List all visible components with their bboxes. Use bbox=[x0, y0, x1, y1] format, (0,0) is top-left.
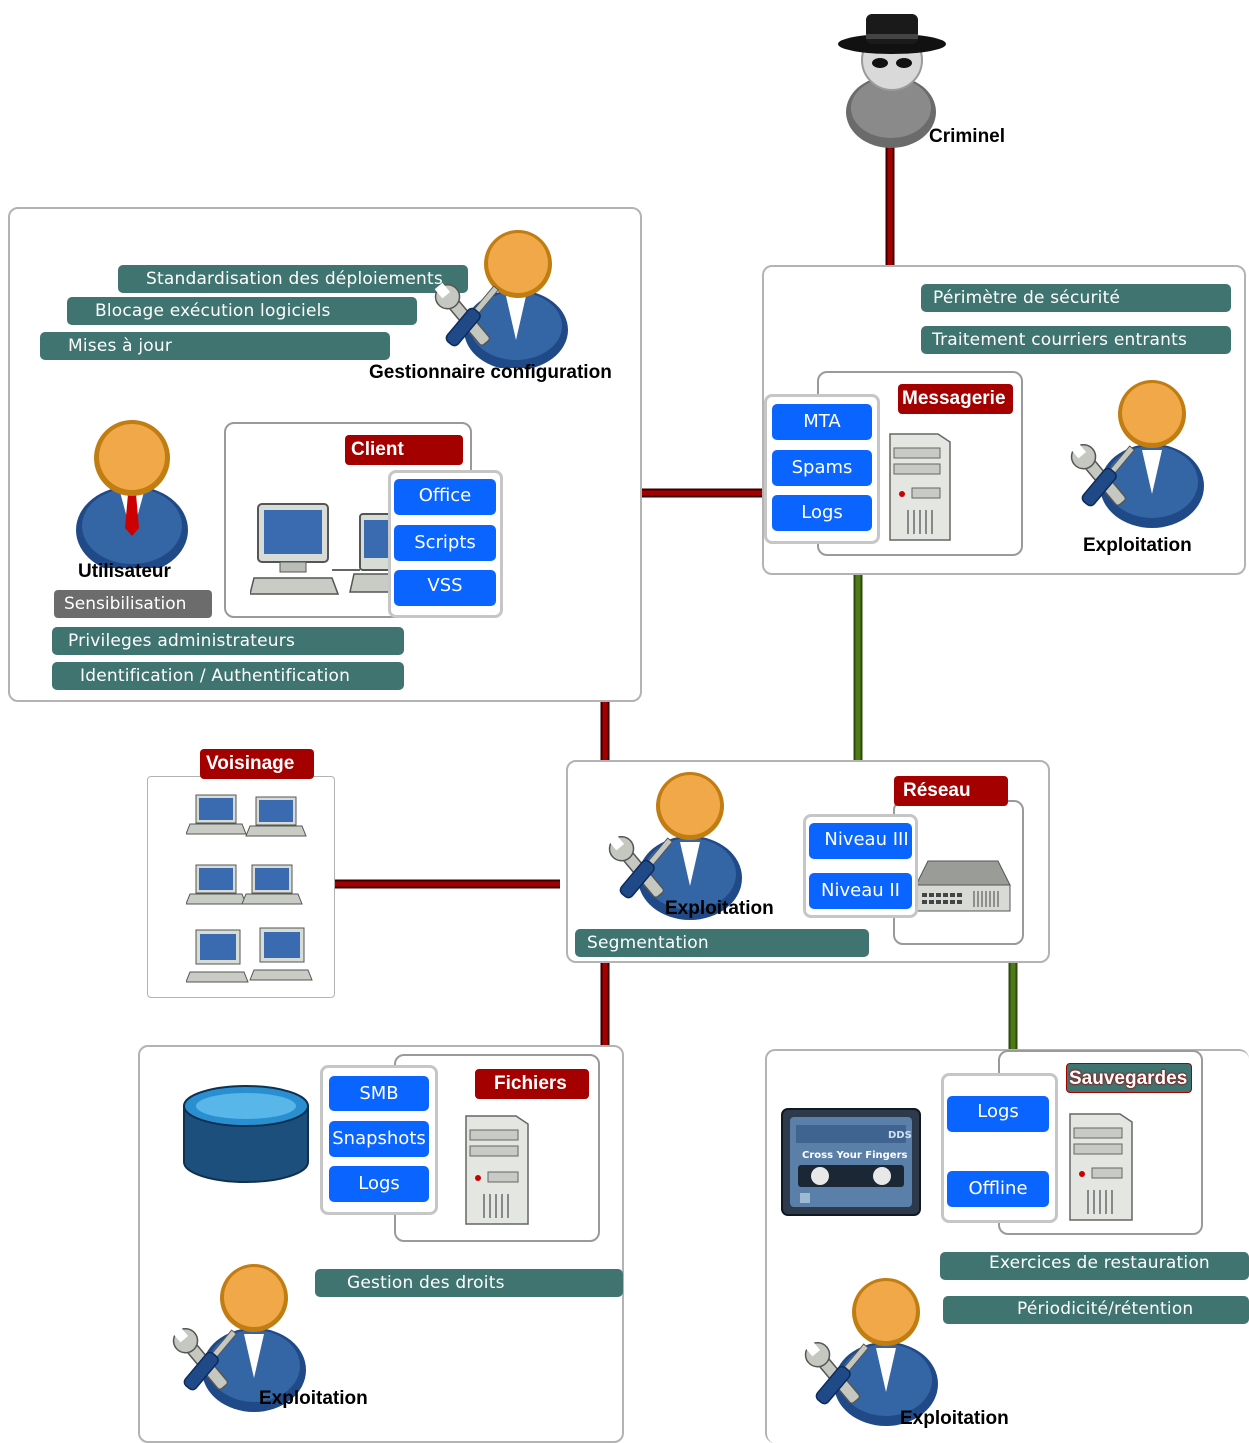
neighborhood-computers-icon bbox=[185, 790, 316, 990]
ops-messaging-label: Exploitation bbox=[1083, 535, 1192, 556]
measure-privileges: Privileges administrateurs bbox=[52, 627, 404, 655]
network-switch-icon bbox=[914, 855, 1014, 917]
tape-label: Cross Your Fingers bbox=[802, 1150, 908, 1161]
storage-database-icon bbox=[180, 1082, 312, 1186]
client-title: Client bbox=[345, 435, 463, 465]
messaging-item-logs[interactable]: Logs bbox=[772, 495, 872, 531]
files-item-smb[interactable]: SMB bbox=[329, 1076, 429, 1111]
client-item-vss[interactable]: VSS bbox=[394, 570, 496, 606]
admin-avatar-icon bbox=[804, 1278, 938, 1426]
criminal-icon bbox=[838, 14, 946, 148]
measure-traitement-courriers: Traitement courriers entrants bbox=[921, 326, 1231, 354]
backup-item-logs[interactable]: Logs bbox=[947, 1096, 1049, 1132]
backup-title: Sauvegardes bbox=[1066, 1063, 1192, 1093]
admin-avatar-icon bbox=[608, 772, 742, 920]
measure-gestion-droits: Gestion des droits bbox=[315, 1269, 623, 1297]
criminal-actor bbox=[836, 8, 946, 148]
network-item-niveau-iii[interactable]: Niveau III bbox=[809, 823, 912, 859]
client-item-office[interactable]: Office bbox=[394, 479, 496, 515]
user-actor bbox=[72, 418, 192, 574]
files-item-snapshots[interactable]: Snapshots bbox=[329, 1121, 429, 1157]
ops-backup-actor bbox=[800, 1276, 940, 1426]
user-label: Utilisateur bbox=[78, 561, 171, 582]
measure-identification: Identification / Authentification bbox=[52, 662, 404, 690]
backup-tape-icon: DDS Cross Your Fingers bbox=[780, 1105, 922, 1217]
admin-avatar-icon bbox=[1070, 380, 1204, 528]
measure-segmentation: Segmentation bbox=[575, 929, 869, 957]
config-manager-actor bbox=[426, 228, 576, 370]
ops-files-label: Exploitation bbox=[259, 1388, 368, 1409]
measure-standardisation: Standardisation des déploiements bbox=[118, 265, 468, 293]
messaging-item-spams[interactable]: Spams bbox=[772, 450, 872, 486]
criminal-label: Criminel bbox=[929, 126, 1006, 147]
ops-network-actor bbox=[604, 770, 744, 920]
neighborhood-title: Voisinage bbox=[200, 749, 314, 779]
admin-avatar-icon bbox=[434, 230, 568, 370]
user-avatar-icon bbox=[76, 420, 188, 574]
desktop-computer-icon bbox=[249, 500, 401, 600]
network-title: Réseau bbox=[894, 776, 1008, 806]
backup-item-offline[interactable]: Offline bbox=[947, 1171, 1049, 1207]
measure-mises-a-jour: Mises à jour bbox=[40, 332, 390, 360]
ops-network-label: Exploitation bbox=[665, 898, 774, 919]
messaging-item-mta[interactable]: MTA bbox=[772, 404, 872, 440]
file-server-icon bbox=[460, 1110, 532, 1230]
messaging-title: Messagerie bbox=[898, 384, 1013, 414]
ops-backup-label: Exploitation bbox=[900, 1408, 1009, 1429]
measure-periodicite: Périodicité/rétention bbox=[943, 1296, 1249, 1324]
mail-server-icon bbox=[884, 428, 954, 543]
measure-blocage: Blocage exécution logiciels bbox=[67, 297, 417, 325]
svg-text:DDS: DDS bbox=[888, 1130, 912, 1141]
admin-avatar-icon bbox=[172, 1264, 306, 1412]
measure-exercices-restauration: Exercices de restauration bbox=[940, 1252, 1249, 1280]
measure-sensibilisation: Sensibilisation bbox=[54, 590, 212, 618]
client-item-scripts[interactable]: Scripts bbox=[394, 525, 496, 561]
measure-perimetre: Périmètre de sécurité bbox=[921, 284, 1231, 312]
ops-files-actor bbox=[168, 1262, 308, 1412]
network-item-niveau-ii[interactable]: Niveau II bbox=[809, 873, 912, 909]
files-item-logs[interactable]: Logs bbox=[329, 1166, 429, 1202]
ops-messaging-actor bbox=[1066, 378, 1206, 528]
config-manager-label: Gestionnaire configuration bbox=[369, 362, 612, 383]
files-title: Fichiers bbox=[475, 1069, 589, 1099]
backup-server-icon bbox=[1064, 1108, 1136, 1226]
